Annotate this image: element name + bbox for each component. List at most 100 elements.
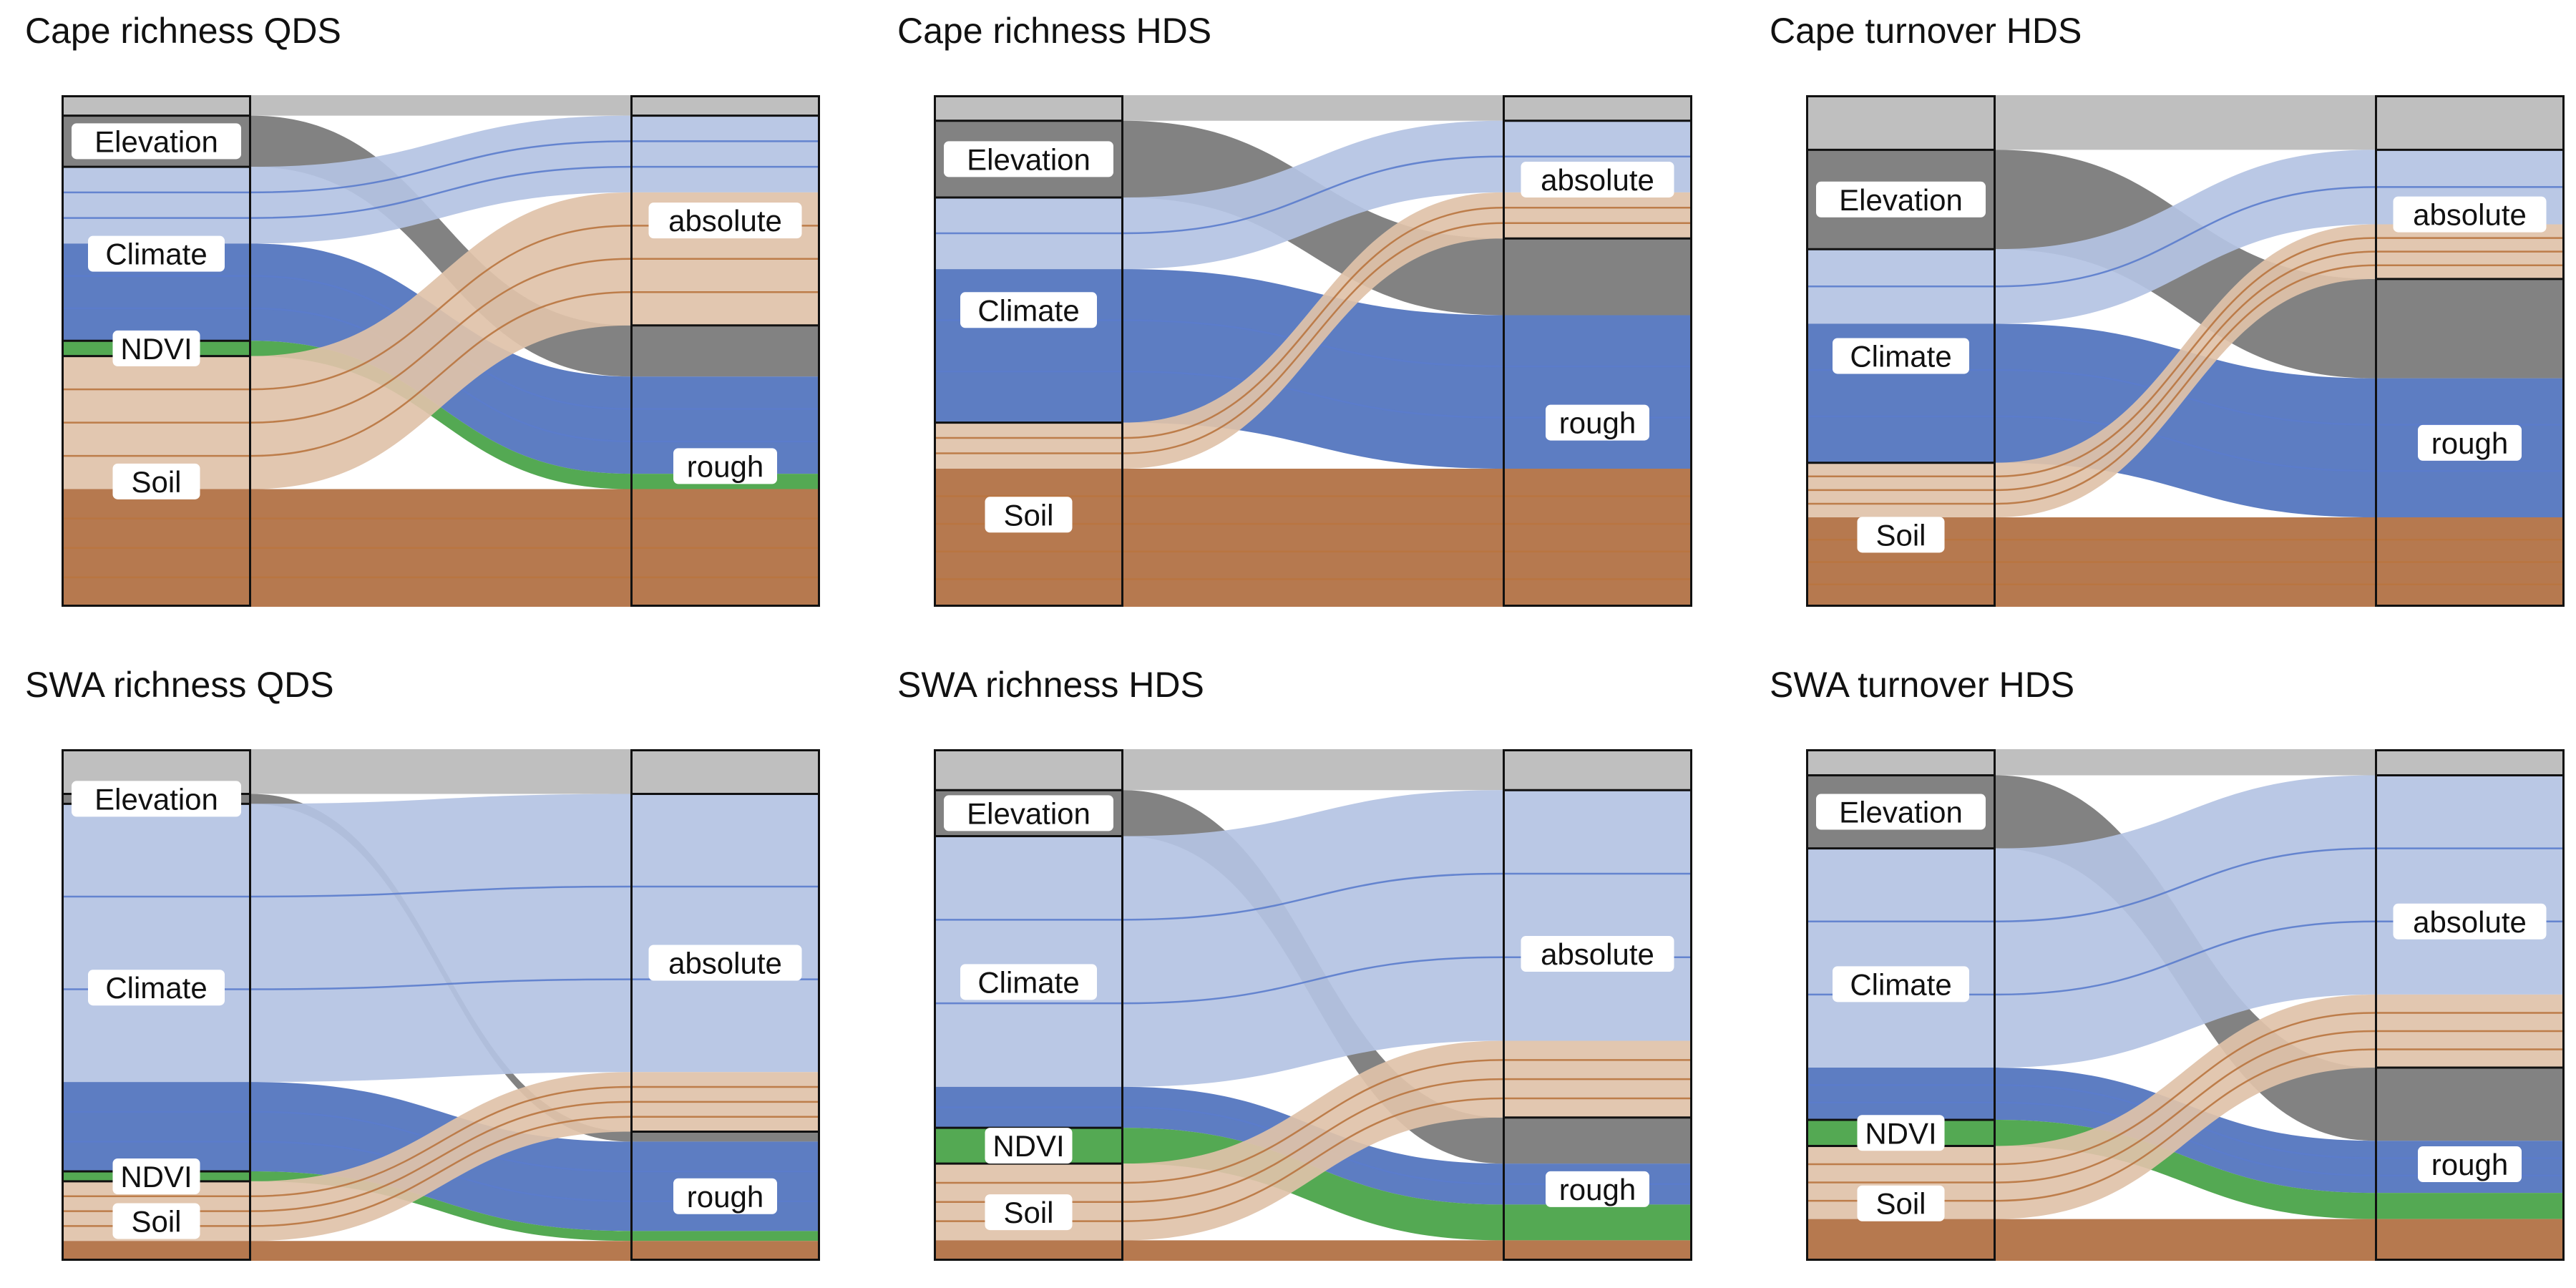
label-box [1816, 794, 1986, 830]
label-text: Soil [131, 1204, 181, 1238]
flow-line [1806, 1030, 2565, 1184]
label-box [1816, 181, 1986, 218]
label-box [112, 1158, 200, 1194]
stratum-label-rough: rough [2418, 424, 2522, 461]
stratum-label-ndvi: NDVI [985, 1128, 1073, 1164]
stratum-label-elevation: Elevation [72, 123, 241, 160]
left-axis-frame [934, 749, 1123, 1261]
flow-line [1806, 237, 2565, 478]
flow-na-na [934, 95, 1692, 121]
label-text: absolute [2413, 905, 2527, 939]
label-box [1833, 338, 1969, 374]
flow-line [934, 207, 1692, 439]
stratum-label-rough: rough [673, 448, 777, 484]
label-box [944, 795, 1113, 831]
stratum-label-elevation: Elevation [1816, 181, 1986, 218]
label-box [1857, 1185, 1945, 1221]
label-text: absolute [1541, 163, 1654, 197]
label-text: NDVI [120, 1160, 192, 1194]
label-box [1546, 404, 1649, 441]
stratum-label-climate: Climate [960, 964, 1097, 1000]
label-text: rough [2431, 426, 2508, 460]
label-text: Elevation [967, 796, 1091, 830]
flow-soil-absolute [934, 192, 1692, 469]
flow-line [62, 258, 820, 424]
flow-line [934, 222, 1692, 454]
flow-line [62, 885, 820, 898]
label-box [112, 330, 200, 366]
flow-soil-rough [934, 1240, 1692, 1261]
stratum-label-absolute: absolute [1521, 161, 1674, 197]
right-axis-frame [630, 95, 820, 607]
label-text: NDVI [992, 1129, 1064, 1163]
label-box [960, 292, 1097, 328]
label-box [985, 1194, 1073, 1231]
label-text: Climate [105, 971, 207, 1005]
label-text: Climate [977, 293, 1079, 327]
flow-line [62, 140, 820, 194]
flow-line [1806, 1012, 2565, 1166]
stratum-label-rough: rough [1546, 1171, 1649, 1207]
label-box [2393, 196, 2547, 233]
flow-line [62, 225, 820, 391]
flow-line [934, 872, 1692, 921]
stratum-label-elevation: Elevation [1816, 794, 1986, 830]
label-box [72, 123, 241, 160]
flow-line [62, 1116, 820, 1227]
right-axis-frame [2375, 749, 2565, 1261]
flow-na-na [1806, 95, 2565, 150]
label-text: Climate [977, 965, 1079, 999]
label-box [88, 235, 225, 272]
label-text: Soil [1875, 1187, 1926, 1221]
label-box [673, 1178, 777, 1214]
flow-line [934, 1078, 1692, 1204]
stratum-label-climate: Climate [960, 292, 1097, 328]
flow-na-na [62, 95, 820, 116]
stratum-label-soil: Soil [1857, 517, 1945, 553]
label-text: Soil [1875, 518, 1926, 552]
label-box [2393, 903, 2547, 940]
left-axis-frame [62, 749, 251, 1261]
flow-line [1806, 264, 2565, 505]
label-box [2418, 1146, 2522, 1183]
stratum-label-absolute: absolute [2393, 196, 2547, 233]
label-box [1521, 161, 1674, 197]
label-text: rough [2431, 1148, 2508, 1181]
label-text: rough [1559, 1173, 1636, 1206]
label-text: Soil [1003, 1196, 1053, 1229]
flow-line [1806, 250, 2565, 492]
stratum-label-elevation: Elevation [944, 141, 1113, 177]
flow-line [1806, 920, 2565, 996]
label-text: rough [687, 1180, 763, 1214]
label-text: Soil [1003, 498, 1053, 532]
stratum-label-absolute: absolute [648, 203, 802, 239]
label-text: Climate [1850, 967, 1951, 1001]
flow-soil-rough [934, 468, 1692, 607]
right-axis-frame [1503, 749, 1692, 1261]
label-box [112, 1203, 200, 1239]
label-text: NDVI [120, 332, 192, 366]
panel-title: SWA richness QDS [25, 665, 334, 705]
label-text: absolute [668, 204, 782, 238]
label-box [1833, 966, 1969, 1002]
stratum-label-soil: Soil [112, 1203, 200, 1239]
label-box [1857, 517, 1945, 553]
label-text: absolute [1541, 937, 1654, 971]
label-text: Elevation [967, 142, 1091, 176]
stratum-label-ndvi: NDVI [112, 1158, 200, 1194]
flow-line [1806, 1048, 2565, 1202]
stratum-label-climate: Climate [88, 235, 225, 272]
flow-climate-absolute [62, 794, 820, 1083]
flow-line [62, 978, 820, 990]
label-text: rough [1559, 406, 1636, 440]
label-box [72, 781, 241, 817]
stratum-label-climate: Climate [1833, 338, 1969, 374]
flow-soil-rough [62, 1241, 820, 1261]
stratum-label-elevation: Elevation [72, 781, 241, 817]
right-axis-frame [1503, 95, 1692, 607]
stratum-label-soil: Soil [985, 497, 1073, 533]
label-box [673, 448, 777, 484]
flow-line [1806, 415, 2565, 472]
